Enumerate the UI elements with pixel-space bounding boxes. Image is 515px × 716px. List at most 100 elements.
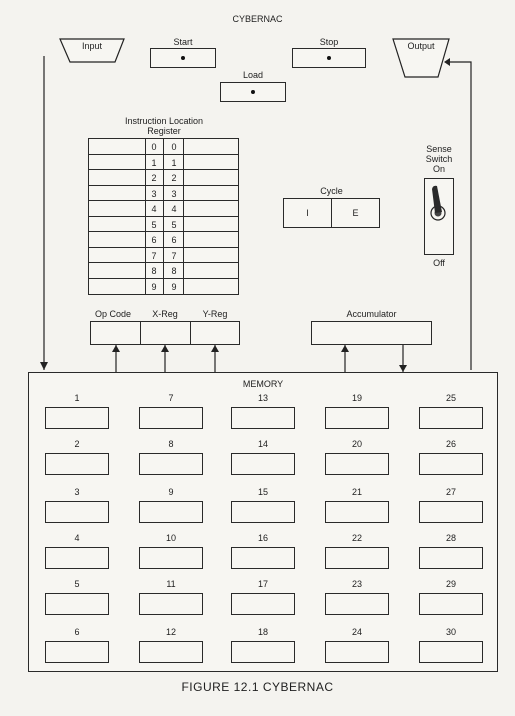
memory-cell <box>231 407 295 429</box>
memory-cell <box>419 593 483 615</box>
load-label: Load <box>242 70 264 80</box>
memory-cell <box>45 547 109 569</box>
memory-cell-number: 11 <box>166 579 176 589</box>
memory-cell <box>139 501 203 523</box>
memory-cell <box>139 593 203 615</box>
ilr-digit-right: 7 <box>171 250 177 261</box>
ilr-digit-right: 9 <box>171 281 177 292</box>
figure-caption: FIGURE 12.1 CYBERNAC <box>181 680 334 694</box>
memory-cell <box>45 453 109 475</box>
memory-cell-number: 26 <box>445 439 456 449</box>
cycle-label: Cycle <box>320 186 343 196</box>
memory-cell-number: 9 <box>168 487 174 497</box>
stop-indicator <box>327 56 331 60</box>
memory-cell <box>419 453 483 475</box>
memory-cell <box>45 593 109 615</box>
memory-cell-number: 18 <box>257 627 268 637</box>
memory-cell <box>139 407 203 429</box>
memory-cell-number: 6 <box>74 627 80 637</box>
memory-cell-number: 16 <box>257 533 268 543</box>
input-device <box>59 38 125 63</box>
accumulator-label: Accumulator <box>346 309 397 319</box>
xreg-label: X-Reg <box>152 309 178 319</box>
memory-cell-number: 4 <box>74 533 80 543</box>
memory-cell-number: 20 <box>351 439 362 449</box>
ilr-column-divider <box>145 139 146 294</box>
memory-cell-number: 5 <box>74 579 80 589</box>
memory-cell <box>419 501 483 523</box>
ilr-digit-left: 6 <box>151 235 157 245</box>
arrow-down-input <box>40 362 48 370</box>
ilr-digit-right: 2 <box>171 173 177 183</box>
memory-cell <box>45 641 109 663</box>
ilr-label-line2: Register <box>147 126 181 136</box>
memory-cell <box>419 641 483 663</box>
ilr-column-divider <box>183 139 184 294</box>
memory-cell-number: 17 <box>257 579 268 589</box>
memory-cell-number: 23 <box>351 579 362 589</box>
sense-switch[interactable] <box>424 178 454 255</box>
ilr-digit-right: 4 <box>171 204 177 214</box>
memory-cell <box>231 547 295 569</box>
arrow-up-xreg <box>161 345 169 352</box>
stop-label: Stop <box>319 37 339 47</box>
memory-cell <box>139 453 203 475</box>
input-label: Input <box>81 41 103 51</box>
memory-cell-number: 7 <box>168 393 174 403</box>
memory-cell <box>231 501 295 523</box>
memory-cell <box>231 593 295 615</box>
sense-off-label: Off <box>433 258 445 268</box>
memory-cell-number: 21 <box>351 487 362 497</box>
cycle-divider <box>331 199 332 227</box>
ilr-digit-left: 1 <box>151 157 157 168</box>
arrow-down-acc <box>399 365 407 372</box>
memory-cell <box>419 407 483 429</box>
ilr-digit-left: 7 <box>151 250 157 261</box>
ilr-label-line1: Instruction Location <box>124 116 204 126</box>
ilr-column-divider <box>163 139 164 294</box>
yreg-label: Y-Reg <box>202 309 228 319</box>
memory-cell <box>231 453 295 475</box>
ilr-digit-left: 5 <box>151 219 157 230</box>
sense-label-line1: Sense <box>426 144 452 154</box>
memory-cell <box>139 547 203 569</box>
ilr-digit-left: 9 <box>151 281 157 292</box>
memory-cell <box>325 547 389 569</box>
memory-cell-number: 24 <box>351 627 362 637</box>
memory-cell-number: 22 <box>351 533 362 543</box>
memory-cell <box>325 641 389 663</box>
memory-cell-number: 14 <box>257 439 268 449</box>
ilr-digit-left: 0 <box>151 142 157 152</box>
memory-cell <box>325 593 389 615</box>
ilr-digit-right: 5 <box>171 219 177 230</box>
memory-cell <box>325 407 389 429</box>
memory-cell-number: 29 <box>445 579 456 589</box>
memory-cell <box>45 501 109 523</box>
diagram-title: CYBERNAC <box>232 14 283 24</box>
memory-cell-number: 13 <box>257 393 268 403</box>
cycle-e: E <box>352 208 359 218</box>
start-button[interactable] <box>150 48 216 68</box>
stop-button[interactable] <box>292 48 366 68</box>
arrow-up-yreg <box>211 345 219 352</box>
memory-cell-number: 25 <box>445 393 456 403</box>
sense-label-line2: Switch <box>425 154 453 164</box>
ilr-digit-right: 6 <box>171 235 177 245</box>
memory-cell <box>419 547 483 569</box>
ilr-digit-right: 3 <box>171 188 177 199</box>
memory-cell <box>325 453 389 475</box>
output-label: Output <box>407 41 435 51</box>
ilr-digit-left: 2 <box>151 173 157 183</box>
memory-cell-number: 15 <box>257 487 268 497</box>
memory-to-output-wire <box>450 61 472 370</box>
load-button[interactable] <box>220 82 286 102</box>
ilr-digit-right: 1 <box>171 157 177 168</box>
memory-cell-number: 12 <box>165 627 176 637</box>
memory-cell-number: 1 <box>74 393 80 403</box>
ilr-digit-left: 4 <box>151 204 157 214</box>
memory-cell-number: 30 <box>445 627 456 637</box>
xreg-yreg-divider <box>190 322 191 344</box>
memory-cell-number: 2 <box>74 439 80 449</box>
memory-cell-number: 3 <box>74 487 80 497</box>
